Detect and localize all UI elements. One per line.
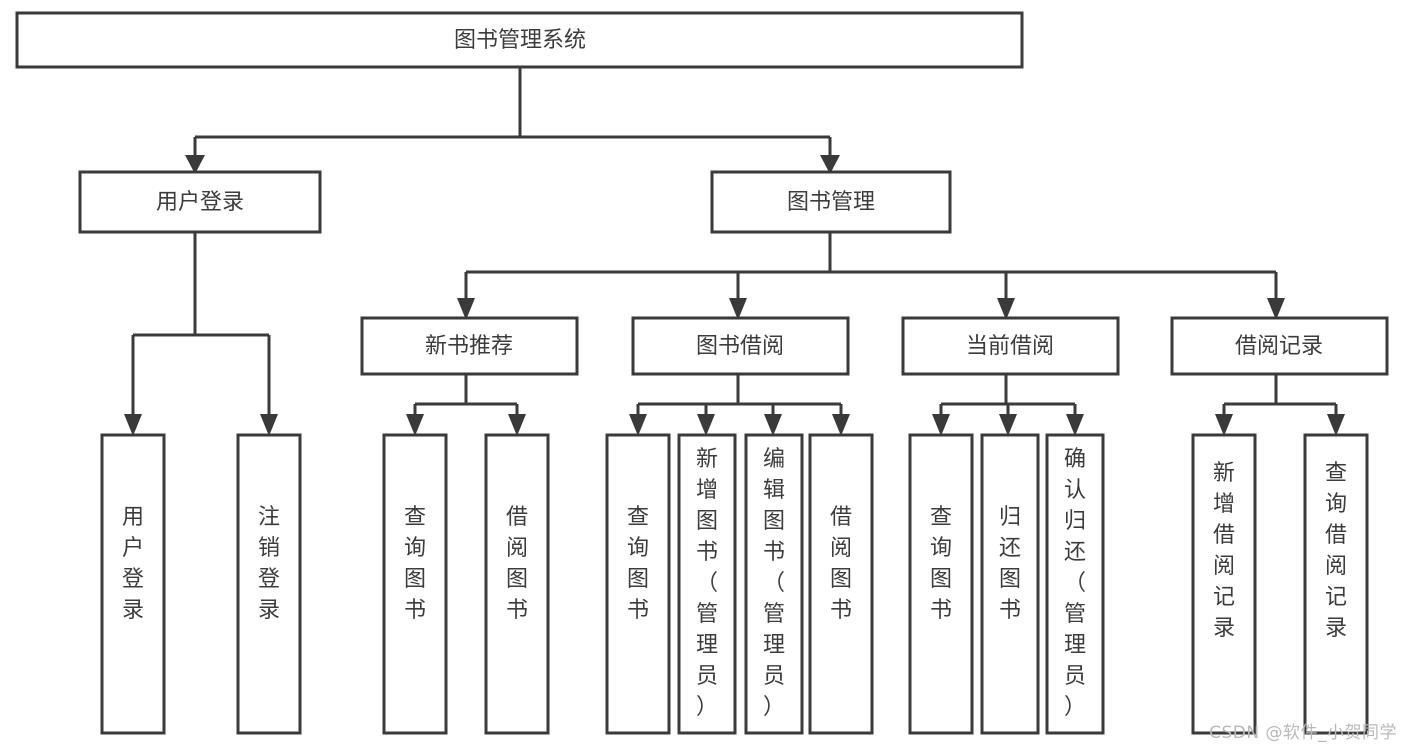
node-current-borrow-rect[interactable] <box>901 316 1120 376</box>
node-new-book-rec-label: 新书推荐 <box>425 334 513 359</box>
node-leaf-query-book-1[interactable]: 查询图书 <box>382 433 448 735</box>
node-leaf-query-record-rect[interactable] <box>1303 433 1369 735</box>
arrowhead-leaf-edit-book <box>764 414 782 436</box>
arrowhead-leaf-borrow-book-1 <box>508 414 526 436</box>
connector-layer <box>124 67 1345 436</box>
node-leaf-logout-login[interactable]: 注销登录 <box>236 433 302 735</box>
arrowhead-leaf-logout-login <box>260 414 278 436</box>
arrowhead-user-login <box>185 155 205 174</box>
node-leaf-confirm-return-label: 确认归还（管理员） <box>1064 447 1086 720</box>
node-borrow-record[interactable]: 借阅记录 <box>1170 316 1389 376</box>
node-new-book-rec-rect[interactable] <box>360 316 579 376</box>
node-leaf-query-book-2[interactable]: 查询图书 <box>605 433 671 735</box>
arrowhead-leaf-user-login <box>124 414 142 436</box>
csdn-watermark: CSDN @软件_小贺同学 <box>1209 723 1397 743</box>
node-leaf-borrow-book-1[interactable]: 借阅图书 <box>484 433 550 735</box>
arrowhead-leaf-query-book-1 <box>406 414 424 436</box>
node-leaf-borrow-book-1-label: 借阅图书 <box>506 505 528 623</box>
node-leaf-logout-login-label: 注销登录 <box>258 505 280 623</box>
arrowhead-new-book-rec <box>457 298 475 320</box>
node-book-manage[interactable]: 图书管理 <box>710 170 952 234</box>
node-leaf-query-book-3[interactable]: 查询图书 <box>908 433 974 735</box>
node-book-manage-rect[interactable] <box>710 170 952 234</box>
node-leaf-edit-book-rect[interactable] <box>744 433 804 735</box>
node-leaf-logout-login-rect[interactable] <box>236 433 302 735</box>
node-user-login-label: 用户登录 <box>156 190 244 215</box>
node-leaf-query-record-label: 查询借阅记录 <box>1325 461 1347 641</box>
node-borrow-record-rect[interactable] <box>1170 316 1389 376</box>
arrowhead-leaf-query-book-3 <box>932 414 950 436</box>
node-book-manage-label: 图书管理 <box>787 190 875 215</box>
node-book-borrow-label: 图书借阅 <box>696 334 784 359</box>
node-leaf-confirm-return[interactable]: 确认归还（管理员） <box>1045 433 1105 735</box>
node-book-borrow-rect[interactable] <box>631 316 850 376</box>
node-leaf-return-book[interactable]: 归还图书 <box>980 433 1040 735</box>
node-leaf-return-book-rect[interactable] <box>980 433 1040 735</box>
node-leaf-return-book-label: 归还图书 <box>999 505 1021 623</box>
node-root-rect[interactable] <box>15 11 1024 69</box>
node-leaf-borrow-book-2-label: 借阅图书 <box>830 505 852 623</box>
node-borrow-record-label: 借阅记录 <box>1235 334 1323 359</box>
node-leaf-query-book-2-rect[interactable] <box>605 433 671 735</box>
node-leaf-query-book-1-rect[interactable] <box>382 433 448 735</box>
arrowhead-book-borrow <box>729 298 747 320</box>
node-user-login-rect[interactable] <box>78 170 322 234</box>
node-leaf-borrow-book-1-rect[interactable] <box>484 433 550 735</box>
node-leaf-borrow-book-2[interactable]: 借阅图书 <box>808 433 874 735</box>
node-leaf-confirm-return-rect[interactable] <box>1045 433 1105 735</box>
node-leaf-add-book-rect[interactable] <box>677 433 737 735</box>
node-current-borrow-label: 当前借阅 <box>966 334 1054 359</box>
node-new-book-rec[interactable]: 新书推荐 <box>360 316 579 376</box>
node-leaf-edit-book-label: 编辑图书（管理员） <box>763 447 785 720</box>
node-leaf-add-book-label: 新增图书（管理员） <box>696 447 718 720</box>
arrowhead-leaf-confirm-return <box>1066 414 1084 436</box>
arrowhead-leaf-query-record <box>1327 414 1345 436</box>
node-leaf-user-login-label: 用户登录 <box>122 505 144 623</box>
node-root-label: 图书管理系统 <box>454 28 586 53</box>
node-leaf-add-record-label: 新增借阅记录 <box>1213 461 1235 641</box>
node-book-borrow[interactable]: 图书借阅 <box>631 316 850 376</box>
node-leaf-user-login[interactable]: 用户登录 <box>100 433 166 735</box>
node-leaf-add-record[interactable]: 新增借阅记录 <box>1191 433 1257 735</box>
node-root[interactable]: 图书管理系统 <box>15 11 1024 69</box>
node-leaf-add-record-rect[interactable] <box>1191 433 1257 735</box>
node-leaf-query-record[interactable]: 查询借阅记录 <box>1303 433 1369 735</box>
node-user-login[interactable]: 用户登录 <box>78 170 322 234</box>
node-leaf-add-book[interactable]: 新增图书（管理员） <box>677 433 737 735</box>
arrowhead-leaf-add-record <box>1215 414 1233 436</box>
node-leaf-borrow-book-2-rect[interactable] <box>808 433 874 735</box>
node-leaf-user-login-rect[interactable] <box>100 433 166 735</box>
arrowhead-leaf-add-book <box>697 414 715 436</box>
arrowhead-borrow-record <box>1267 298 1285 320</box>
node-leaf-edit-book[interactable]: 编辑图书（管理员） <box>744 433 804 735</box>
arrowhead-book-manage <box>820 155 840 174</box>
arrowhead-leaf-query-book-2 <box>629 414 647 436</box>
node-leaf-query-book-2-label: 查询图书 <box>627 505 649 623</box>
node-leaf-query-book-1-label: 查询图书 <box>404 505 426 623</box>
node-leaf-query-book-3-label: 查询图书 <box>930 505 952 623</box>
node-leaf-query-book-3-rect[interactable] <box>908 433 974 735</box>
arrowhead-current-borrow <box>997 298 1015 320</box>
arrowhead-leaf-return-book <box>999 414 1017 436</box>
arrowhead-leaf-borrow-book-2 <box>832 414 850 436</box>
node-current-borrow[interactable]: 当前借阅 <box>901 316 1120 376</box>
